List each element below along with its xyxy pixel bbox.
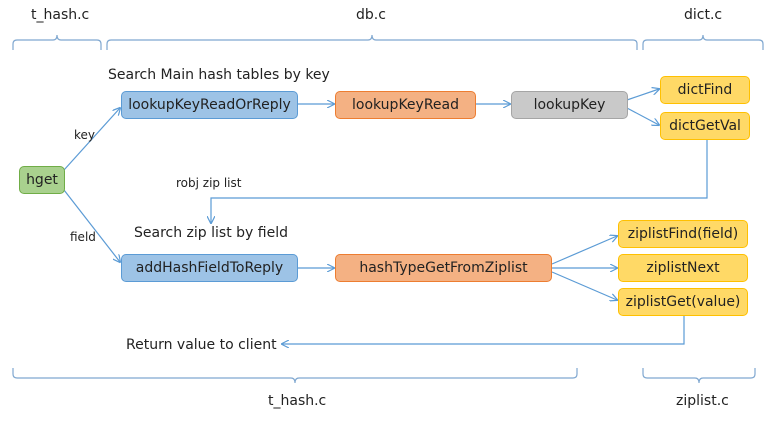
file-label-db: db.c (356, 7, 386, 23)
brace-top-dict (642, 34, 764, 50)
file-label-ziplist: ziplist.c (676, 393, 729, 409)
brace-bottom-ziplist (642, 368, 756, 384)
node-lookupkey: lookupKey (511, 91, 628, 119)
arrow-lk-dictfind (626, 89, 659, 101)
brace-top-db (106, 34, 638, 50)
annotation-search-main: Search Main hash tables by key (108, 67, 330, 83)
node-dictgetval: dictGetVal (660, 112, 750, 140)
node-lookupkeyread: lookupKeyRead (335, 91, 476, 119)
node-ziplistnext: ziplistNext (618, 254, 748, 282)
arrow-robj-ziplist (211, 140, 708, 223)
node-ziplistget: ziplistGet(value) (618, 288, 748, 316)
node-hget: hget (19, 166, 65, 194)
annotation-field: field (70, 230, 96, 244)
file-label-t-hash-bottom: t_hash.c (268, 393, 327, 409)
arrow-hget-field (63, 189, 120, 262)
node-addhashfieldtoreply: addHashFieldToReply (121, 254, 298, 282)
annotation-key: key (74, 128, 96, 142)
annotation-search-zip: Search zip list by field (134, 225, 288, 241)
brace-top-t-hash (12, 34, 102, 50)
node-ziplistfind: ziplistFind(field) (618, 220, 748, 248)
arrow-return-value (282, 316, 685, 344)
arrow-lk-dictgetval (626, 107, 659, 125)
arrow-htgfz-zlget (551, 271, 617, 300)
node-hashtypegetfromziplist: hashTypeGetFromZiplist (335, 254, 552, 282)
annotation-return-value: Return value to client (126, 337, 277, 353)
node-lookupkeyreadorreply: lookupKeyReadOrReply (121, 91, 298, 119)
file-label-dict: dict.c (684, 7, 723, 23)
file-label-t-hash-top: t_hash.c (31, 7, 90, 23)
arrow-hget-key (63, 108, 120, 171)
arrow-htgfz-zlfind (551, 236, 617, 265)
node-dictfind: dictFind (660, 76, 750, 104)
annotation-robj: robj zip list (176, 176, 242, 190)
brace-bottom-t-hash (12, 368, 578, 384)
